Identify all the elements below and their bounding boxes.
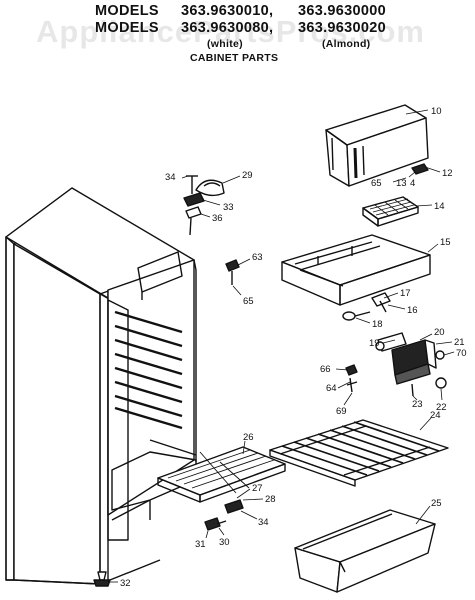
models-label-1: MODELS bbox=[95, 3, 159, 19]
callout-26: 26 bbox=[243, 432, 254, 443]
leveling-foot bbox=[93, 571, 111, 587]
callout-21: 21 bbox=[454, 337, 465, 348]
callout-34-lower: 34 bbox=[258, 517, 269, 528]
callout-25: 25 bbox=[431, 498, 442, 509]
leader-lines bbox=[108, 109, 455, 583]
shelf-brackets bbox=[204, 499, 244, 531]
freezer-door bbox=[325, 104, 429, 187]
callout-29: 29 bbox=[242, 170, 253, 181]
wire-shelf bbox=[269, 419, 449, 487]
callout-69: 69 bbox=[336, 406, 347, 417]
callout-31: 31 bbox=[195, 539, 206, 550]
thermostat-knob bbox=[371, 292, 391, 313]
hinge-pin-hardware bbox=[345, 364, 358, 393]
callout-4: 4 bbox=[410, 178, 415, 189]
callout-64: 64 bbox=[326, 383, 337, 394]
model-number-a1: 363.9630010, bbox=[181, 3, 274, 19]
callout-20: 20 bbox=[434, 327, 445, 338]
mounting-clip bbox=[225, 259, 240, 285]
callout-labels: 10 12 65 13 4 14 15 17 16 18 19 20 21 70… bbox=[120, 106, 467, 589]
callout-66: 66 bbox=[320, 364, 331, 375]
callout-15: 15 bbox=[440, 237, 451, 248]
callout-63: 63 bbox=[252, 252, 263, 263]
callout-33: 33 bbox=[223, 202, 234, 213]
cabinet-body bbox=[5, 187, 197, 585]
callout-65-cabinet: 65 bbox=[243, 296, 254, 307]
callout-22: 22 bbox=[436, 402, 447, 413]
callout-23: 23 bbox=[412, 399, 423, 410]
light-shield bbox=[183, 175, 225, 236]
callout-16: 16 bbox=[407, 305, 418, 316]
callout-30: 30 bbox=[219, 537, 230, 548]
model-number-b2: 363.9630020 bbox=[298, 20, 386, 36]
crisper-cover-shelf bbox=[157, 446, 286, 503]
color-almond-label: (Almond) bbox=[322, 38, 371, 50]
callout-70: 70 bbox=[456, 348, 467, 359]
callout-19: 19 bbox=[369, 338, 380, 349]
callout-12: 12 bbox=[442, 168, 453, 179]
callout-36: 36 bbox=[212, 213, 223, 224]
color-white-label: (white) bbox=[207, 38, 243, 50]
control-housing bbox=[375, 332, 447, 397]
callout-28: 28 bbox=[265, 494, 276, 505]
bulb-socket bbox=[342, 311, 371, 321]
callout-32: 32 bbox=[120, 578, 131, 589]
models-label-2: MODELS bbox=[95, 20, 159, 36]
callout-13: 13 bbox=[396, 178, 407, 189]
section-title: CABINET PARTS bbox=[190, 52, 279, 64]
model-number-b1: 363.9630000 bbox=[298, 3, 386, 19]
crisper-drawer bbox=[294, 509, 436, 593]
watermark: AppliancePartsPros.com bbox=[36, 14, 425, 49]
callout-34-upper: 34 bbox=[165, 172, 176, 183]
callout-27: 27 bbox=[252, 483, 263, 494]
freezer-tray bbox=[281, 234, 431, 306]
callout-10: 10 bbox=[431, 106, 442, 117]
callout-14: 14 bbox=[434, 201, 445, 212]
callout-17: 17 bbox=[400, 288, 411, 299]
ice-tray bbox=[362, 196, 419, 227]
callout-65-door: 65 bbox=[371, 178, 382, 189]
model-number-a2: 363.9630080, bbox=[181, 20, 274, 36]
callout-24: 24 bbox=[430, 410, 441, 421]
callout-18: 18 bbox=[372, 319, 383, 330]
